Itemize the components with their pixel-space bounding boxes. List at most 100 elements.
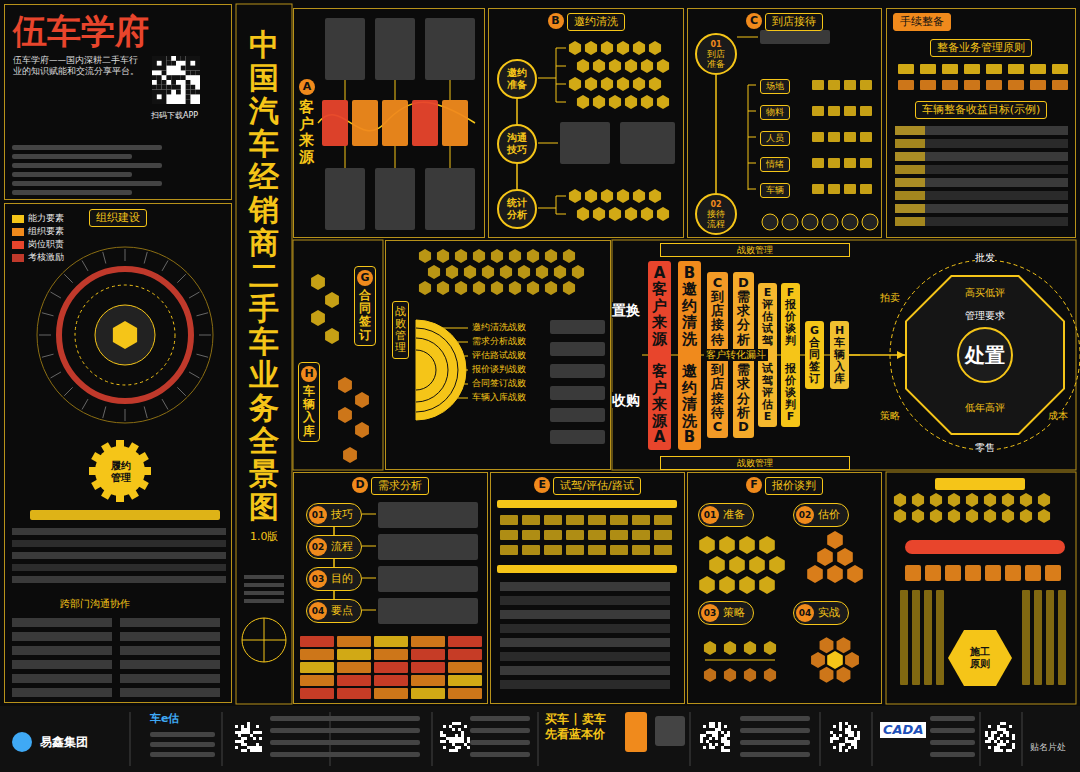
label-text: 跨部门沟通协作	[60, 598, 130, 610]
label-text: 合同签订战败	[472, 378, 526, 389]
decor-line	[144, 252, 147, 264]
hexagon-symbol	[545, 249, 557, 263]
decor-block	[964, 64, 980, 74]
decor-block	[293, 240, 383, 470]
hexagon-symbol	[455, 281, 467, 295]
hexagon-symbol	[491, 249, 503, 263]
decor-block	[470, 728, 530, 733]
decor-block	[895, 165, 1068, 174]
decor-block	[655, 716, 685, 746]
decor-block	[449, 746, 452, 749]
decor-block	[425, 168, 475, 230]
decor-block	[560, 122, 610, 164]
decor-line	[538, 143, 558, 144]
legend-swatch	[12, 228, 24, 236]
step-pill: 03目的	[306, 567, 362, 591]
funnel-bar: H车辆入库	[830, 321, 849, 389]
node-text: 报价谈判F	[785, 363, 796, 423]
decor-line	[457, 398, 468, 399]
stage-box: G合同签订	[354, 266, 376, 346]
decor-block	[256, 725, 259, 728]
band: 战败管理	[660, 456, 850, 470]
decor-block	[895, 204, 1068, 213]
node-text: 人员	[766, 133, 784, 144]
decor-block	[740, 728, 810, 733]
decor-block	[12, 154, 132, 159]
decor-block	[632, 515, 650, 525]
decor-block	[718, 737, 721, 740]
hexagon-symbol	[1020, 509, 1032, 523]
decor-line	[222, 712, 223, 766]
decor-block	[250, 722, 253, 725]
decor-block	[325, 18, 365, 80]
decor-block	[150, 752, 215, 757]
decor-block	[235, 725, 238, 728]
decor-block	[378, 502, 478, 528]
decor-line	[737, 37, 758, 38]
decor-block	[912, 590, 920, 685]
decor-block	[833, 746, 836, 749]
hexagon-symbol	[113, 321, 137, 349]
decor-block	[247, 737, 250, 740]
decor-block	[724, 731, 727, 734]
decor-block	[945, 565, 961, 581]
hexagon-symbol	[633, 189, 645, 203]
decor-block	[721, 743, 724, 746]
decor-block	[844, 184, 856, 194]
decor-block	[700, 722, 709, 731]
decor-block	[842, 734, 845, 737]
legend-entry: 岗位职责	[12, 239, 64, 250]
node-text: 试驾评估E	[762, 363, 773, 423]
circle-symbol	[242, 618, 286, 662]
decor-block	[920, 64, 936, 74]
step-pill: 02流程	[306, 535, 362, 559]
decor-block	[157, 75, 162, 80]
node-text: 组织建设	[89, 209, 147, 227]
decor-line	[748, 137, 756, 138]
decor-block	[449, 743, 452, 746]
decor-block	[860, 132, 872, 142]
legend-entry: 能力要素	[12, 213, 64, 224]
decor-block	[588, 530, 606, 540]
hexagon-symbol	[455, 249, 467, 263]
decor-block	[464, 731, 467, 734]
decor-block	[259, 740, 262, 743]
node-text: C到店接待	[711, 276, 724, 347]
hexagon-symbol	[769, 556, 785, 574]
decor-block	[760, 30, 830, 44]
decor-block	[550, 408, 605, 422]
hexagon-symbol	[837, 548, 853, 566]
node-text: A	[299, 79, 315, 95]
decor-block	[900, 590, 908, 685]
hexagon-symbol	[649, 77, 661, 91]
step-pill: 03策略	[698, 601, 754, 625]
decor-block	[1030, 80, 1046, 90]
decor-block	[895, 139, 1068, 148]
circle-symbol	[862, 214, 878, 230]
hexagon-symbol	[325, 328, 339, 344]
decor-block	[895, 204, 925, 213]
decor-block	[171, 80, 176, 85]
hexagon-symbol	[641, 59, 653, 73]
decor-block	[446, 740, 449, 743]
decor-block	[839, 731, 842, 734]
decor-block	[120, 674, 220, 683]
decor-block	[374, 649, 408, 660]
decor-line	[345, 146, 346, 168]
decor-block	[461, 743, 464, 746]
section-panel: F报价谈判01准备02估价03策略04实战	[687, 472, 882, 704]
decor-block	[895, 139, 925, 148]
decor-block	[854, 749, 857, 752]
node-text: 车辆入库	[303, 385, 315, 438]
hexagon-symbol	[657, 95, 669, 109]
node-text: 要点	[331, 604, 353, 618]
decor-block	[500, 610, 670, 619]
decor-block	[895, 152, 1068, 161]
decor-block	[171, 85, 176, 90]
label-text: 车辆入库战败	[472, 392, 526, 403]
hexagon-symbol	[744, 668, 756, 682]
decor-block	[715, 746, 718, 749]
decor-block	[259, 734, 262, 737]
hexagon-symbol	[482, 265, 494, 279]
decor-block	[176, 85, 181, 90]
